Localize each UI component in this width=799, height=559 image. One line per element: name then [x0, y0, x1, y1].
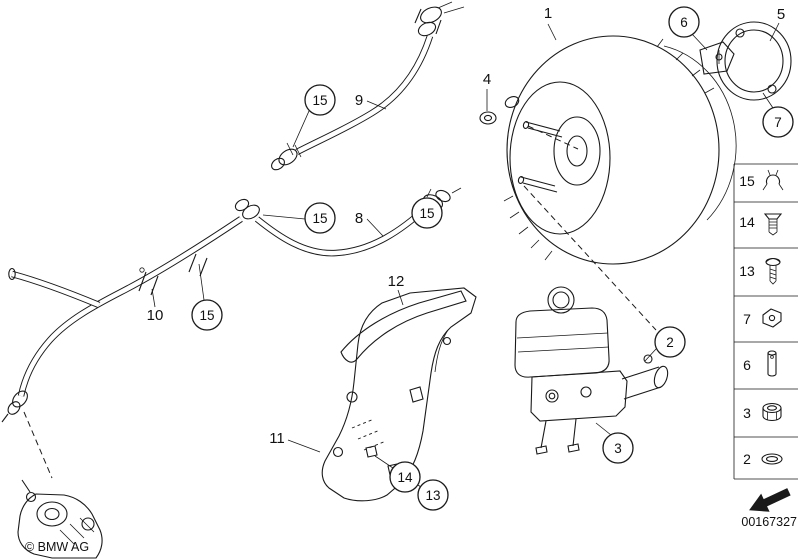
callout-circle [411, 197, 443, 229]
support-bracket [321, 287, 477, 502]
parts-legend: 15 14 13 7 6 3 [733, 163, 798, 512]
callout-label: 6 [680, 15, 688, 30]
callout-label: 15 [199, 308, 214, 323]
callout-9[interactable]: 9 [355, 92, 363, 109]
callout-3[interactable]: 3 [602, 432, 634, 464]
mounting-flange [699, 21, 792, 101]
hose8-left-elbow [234, 198, 260, 220]
booster-rim-ticks [503, 38, 715, 261]
callout-label: 15 [312, 93, 327, 108]
callout-circle [389, 461, 421, 493]
direction-arrow-icon [749, 488, 791, 512]
hose-clamp [188, 253, 208, 277]
callout-label: 15 [312, 211, 327, 226]
image-id-text: 00167327 [741, 515, 797, 529]
leader-lines [151, 22, 780, 488]
callout-15-hose10[interactable]: 15 [191, 299, 223, 331]
pump-fragment [17, 479, 103, 559]
hose9-lower-fitting [271, 142, 302, 171]
callout-15-hose8-right[interactable]: 15 [411, 197, 443, 229]
brake-booster [503, 35, 737, 265]
callout-circle [668, 6, 700, 38]
callout-7[interactable]: 7 [762, 106, 794, 138]
callout-circle [191, 299, 223, 331]
sealing-ring-icon [761, 453, 783, 465]
bracket-pad [340, 290, 467, 363]
callout-8[interactable]: 8 [355, 210, 363, 227]
callout-13[interactable]: 13 [417, 479, 449, 511]
callout-4[interactable]: 4 [483, 71, 491, 88]
dashed-leader-lines [23, 125, 657, 479]
callout-label: 14 [397, 470, 413, 485]
callout-1[interactable]: 1 [544, 5, 552, 22]
spring-clip-icon [762, 308, 782, 328]
grommet [479, 111, 497, 125]
callout-circle [417, 479, 449, 511]
callout-label: 15 [419, 206, 434, 221]
hex-nut-icon [762, 402, 782, 422]
hose9-top-connector [414, 1, 465, 37]
callout-12[interactable]: 12 [388, 273, 405, 290]
callout-2[interactable]: 2 [654, 326, 686, 358]
master-cylinder [514, 286, 669, 455]
expanding-rivet-icon [763, 213, 783, 236]
legend-item-2[interactable]: 2 [743, 451, 751, 467]
callout-15-hose9[interactable]: 15 [304, 84, 336, 116]
vacuum-pipe-10 [1, 216, 243, 423]
callout-11[interactable]: 11 [269, 430, 285, 447]
hose10-lower-fitting [1, 390, 28, 423]
callout-circle [762, 106, 794, 138]
hose-open-end [8, 267, 16, 281]
legend-item-7[interactable]: 7 [743, 311, 751, 327]
callout-circle [304, 202, 336, 234]
legend-item-15[interactable]: 15 [739, 173, 755, 189]
callout-5[interactable]: 5 [777, 6, 785, 23]
copyright-text: © BMW AG [25, 540, 89, 554]
callout-label: 13 [425, 488, 440, 503]
callout-6[interactable]: 6 [668, 6, 700, 38]
hose-clamp-icon [762, 169, 784, 191]
callout-circle [602, 432, 634, 464]
callout-label: 7 [774, 115, 782, 130]
legend-item-13[interactable]: 13 [739, 263, 755, 279]
pin-icon [767, 350, 777, 377]
callout-circle [304, 84, 336, 116]
callout-15-hose8-left[interactable]: 15 [304, 202, 336, 234]
screw-icon [765, 257, 781, 285]
vacuum-pipe-9 [271, 1, 465, 171]
callout-label: 3 [614, 441, 622, 456]
legend-item-14[interactable]: 14 [739, 214, 755, 230]
legend-item-3[interactable]: 3 [743, 405, 751, 421]
check-valve-port [504, 96, 520, 108]
legend-item-6[interactable]: 6 [743, 357, 751, 373]
callout-10[interactable]: 10 [147, 307, 164, 324]
booster-studs [517, 121, 563, 193]
callout-circle [654, 326, 686, 358]
callout-label: 2 [666, 335, 674, 350]
callout-14[interactable]: 14 [389, 461, 421, 493]
